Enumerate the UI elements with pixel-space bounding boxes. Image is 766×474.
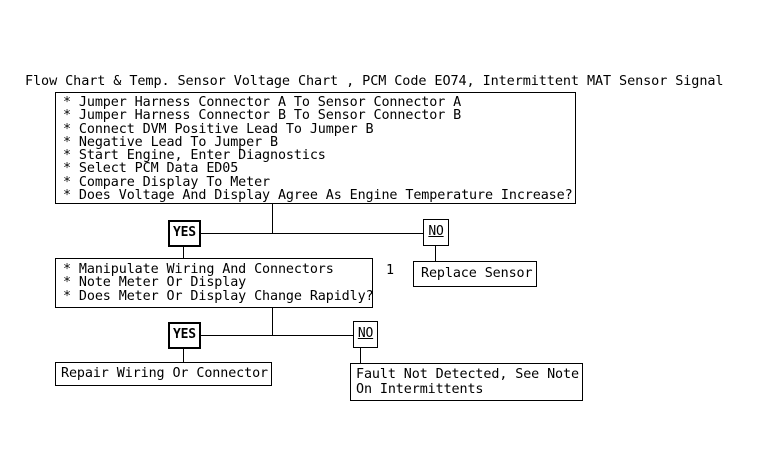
connector-yes1-down	[183, 247, 184, 258]
step1-line: * Does Voltage And Display Agree As Engi…	[63, 188, 573, 204]
repair-box: Repair Wiring Or Connector	[61, 366, 269, 381]
replace-sensor-box: Replace Sensor	[421, 266, 533, 281]
step2-line: * Note Meter Or Display	[63, 275, 247, 291]
step2-line: * Manipulate Wiring And Connectors	[63, 262, 334, 277]
decision1-no-label: NO	[428, 224, 444, 239]
step2-line: * Does Meter Or Display Change Rapidly?	[63, 288, 374, 304]
step1-line: * Connect DVM Positive Lead To Jumper B	[63, 121, 374, 137]
page-title: Flow Chart & Temp. Sensor Voltage Chart …	[25, 73, 724, 89]
decision2-no-label: NO	[357, 326, 374, 341]
connector-yes1-no1	[201, 233, 423, 234]
step2-box: * Manipulate Wiring And Connectors * Not…	[55, 258, 374, 308]
decision1-yes-box: YES	[168, 220, 201, 247]
decision1-yes-label: YES	[173, 225, 196, 240]
step1-line: * Jumper Harness Connector A To Sensor C…	[63, 95, 462, 110]
decision1-no-box: NO	[423, 219, 449, 246]
fault-line: On Intermittents	[356, 382, 484, 397]
fault-box: Fault Not Detected, See Note On Intermit…	[350, 363, 583, 401]
decision2-no-box: NO	[353, 321, 378, 348]
connector-no1-down	[435, 246, 436, 262]
step1-line: * Negative Lead To Jumper B	[63, 134, 278, 150]
step1-line: * Start Engine, Enter Diagnostics	[63, 148, 326, 164]
step1-line: * Jumper Harness Connector B To Sensor C…	[63, 108, 462, 124]
step1-line: * Select PCM Data ED05	[63, 161, 239, 177]
replace-sensor-number: 1	[386, 263, 395, 278]
decision2-yes-label: YES	[173, 327, 196, 342]
step1-box: * Jumper Harness Connector A To Sensor C…	[55, 92, 576, 204]
fault-line: Fault Not Detected, See Note	[356, 367, 579, 382]
connector-yes2-down	[183, 349, 184, 362]
connector-step2-down	[272, 308, 273, 335]
step1-line: * Compare Display To Meter	[63, 174, 271, 190]
connector-no2-down	[360, 348, 361, 363]
connector-step1-down	[272, 204, 273, 233]
decision2-yes-box: YES	[168, 322, 201, 349]
connector-yes2-no2	[201, 335, 353, 336]
